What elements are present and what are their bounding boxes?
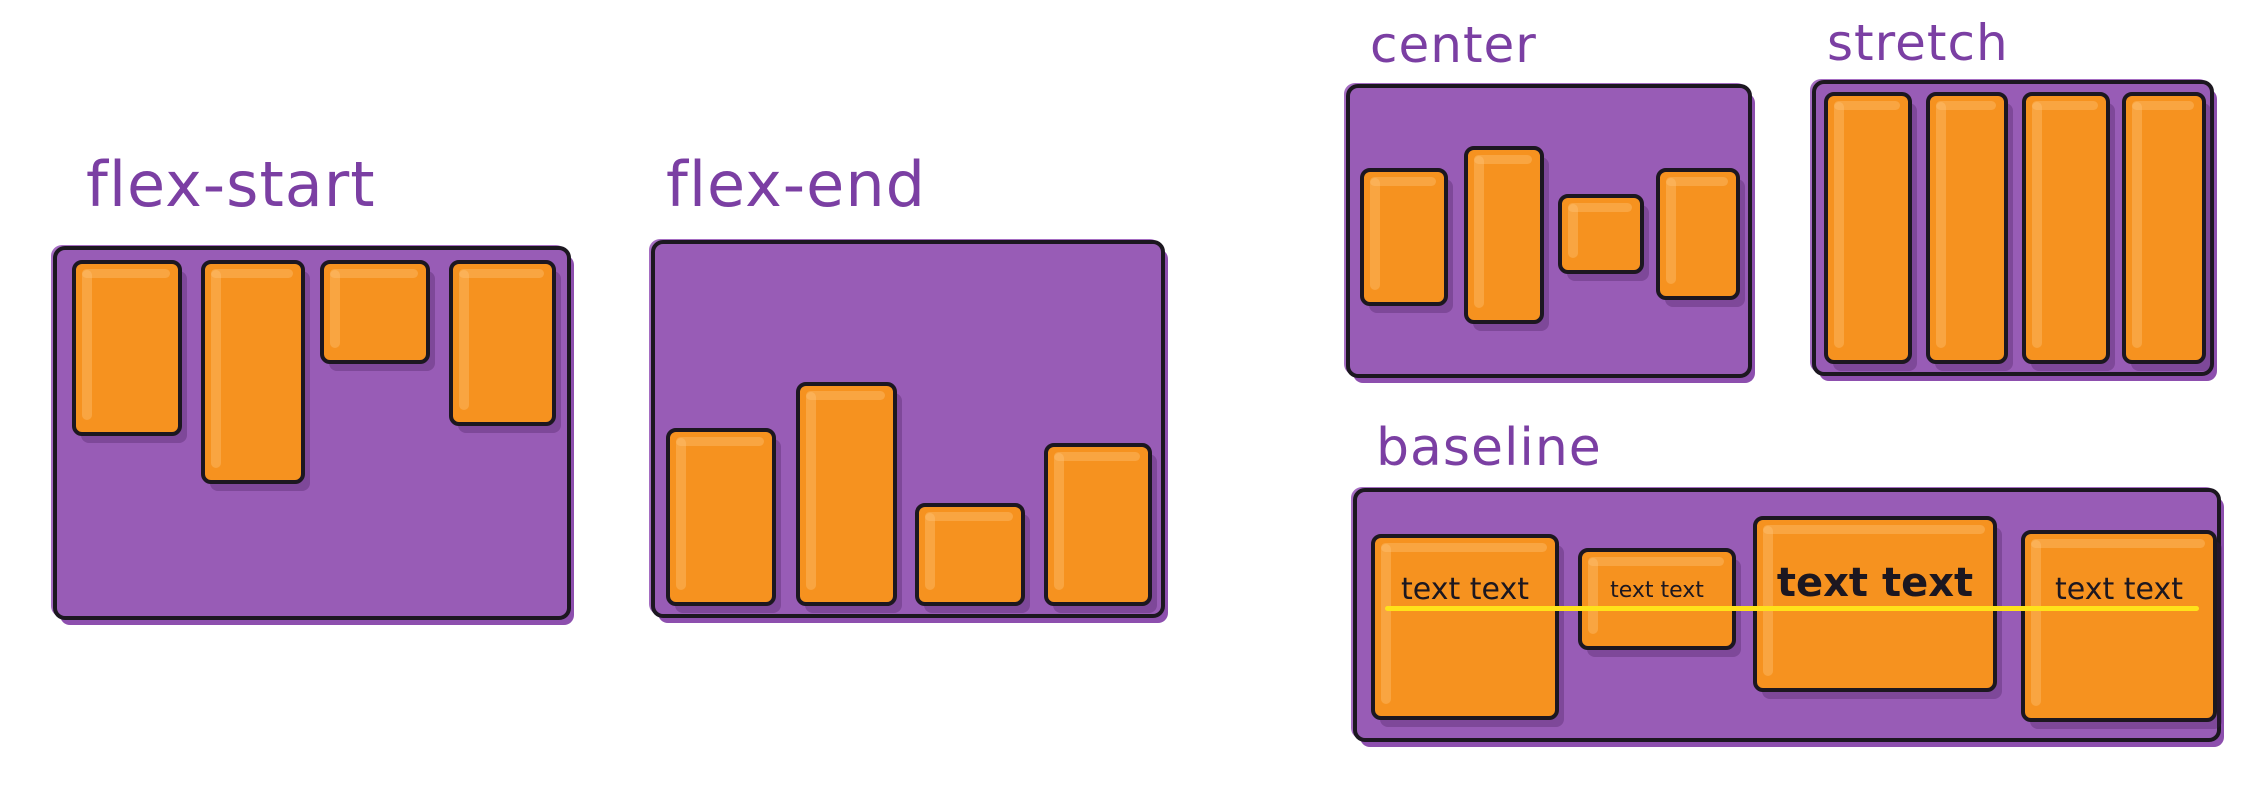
flex-end-item-3 — [915, 503, 1025, 606]
flex-start-container — [53, 246, 571, 620]
center-item-1 — [1360, 168, 1448, 306]
center-item-2 — [1464, 146, 1544, 324]
baseline-item-3: text text — [1753, 516, 1997, 692]
flex-start-item-3 — [320, 260, 430, 364]
baseline-item-4: text text — [2021, 530, 2217, 722]
baseline-item-2-text: text text — [1610, 578, 1704, 603]
baseline-guide-line — [1385, 606, 2199, 611]
stretch-item-4 — [2122, 92, 2206, 364]
stretch-item-3 — [2022, 92, 2110, 364]
stretch-item-2 — [1926, 92, 2008, 364]
baseline-item-2: text text — [1578, 548, 1736, 650]
center-container — [1346, 84, 1752, 378]
stretch-container — [1812, 80, 2214, 376]
flex-start-label: flex-start — [86, 148, 376, 221]
stretch-label: stretch — [1827, 14, 2009, 72]
flex-end-item-2 — [796, 382, 897, 606]
baseline-item-4-text: text text — [2055, 572, 2183, 607]
flex-end-label: flex-end — [666, 148, 926, 221]
center-item-4 — [1656, 168, 1740, 300]
flex-start-item-2 — [201, 260, 305, 484]
baseline-item-1-text: text text — [1401, 572, 1529, 607]
flex-end-container — [651, 240, 1165, 618]
baseline-container: text text text text text text text text — [1353, 488, 2221, 742]
baseline-item-3-text: text text — [1776, 560, 1974, 606]
stretch-item-1 — [1824, 92, 1912, 364]
flex-end-item-1 — [666, 428, 776, 606]
baseline-item-1: text text — [1371, 534, 1559, 720]
flex-start-item-4 — [449, 260, 556, 426]
flex-start-item-1 — [72, 260, 182, 436]
center-label: center — [1370, 16, 1537, 74]
flex-end-item-4 — [1044, 443, 1152, 606]
baseline-label: baseline — [1376, 418, 1602, 478]
center-item-3 — [1558, 194, 1644, 274]
